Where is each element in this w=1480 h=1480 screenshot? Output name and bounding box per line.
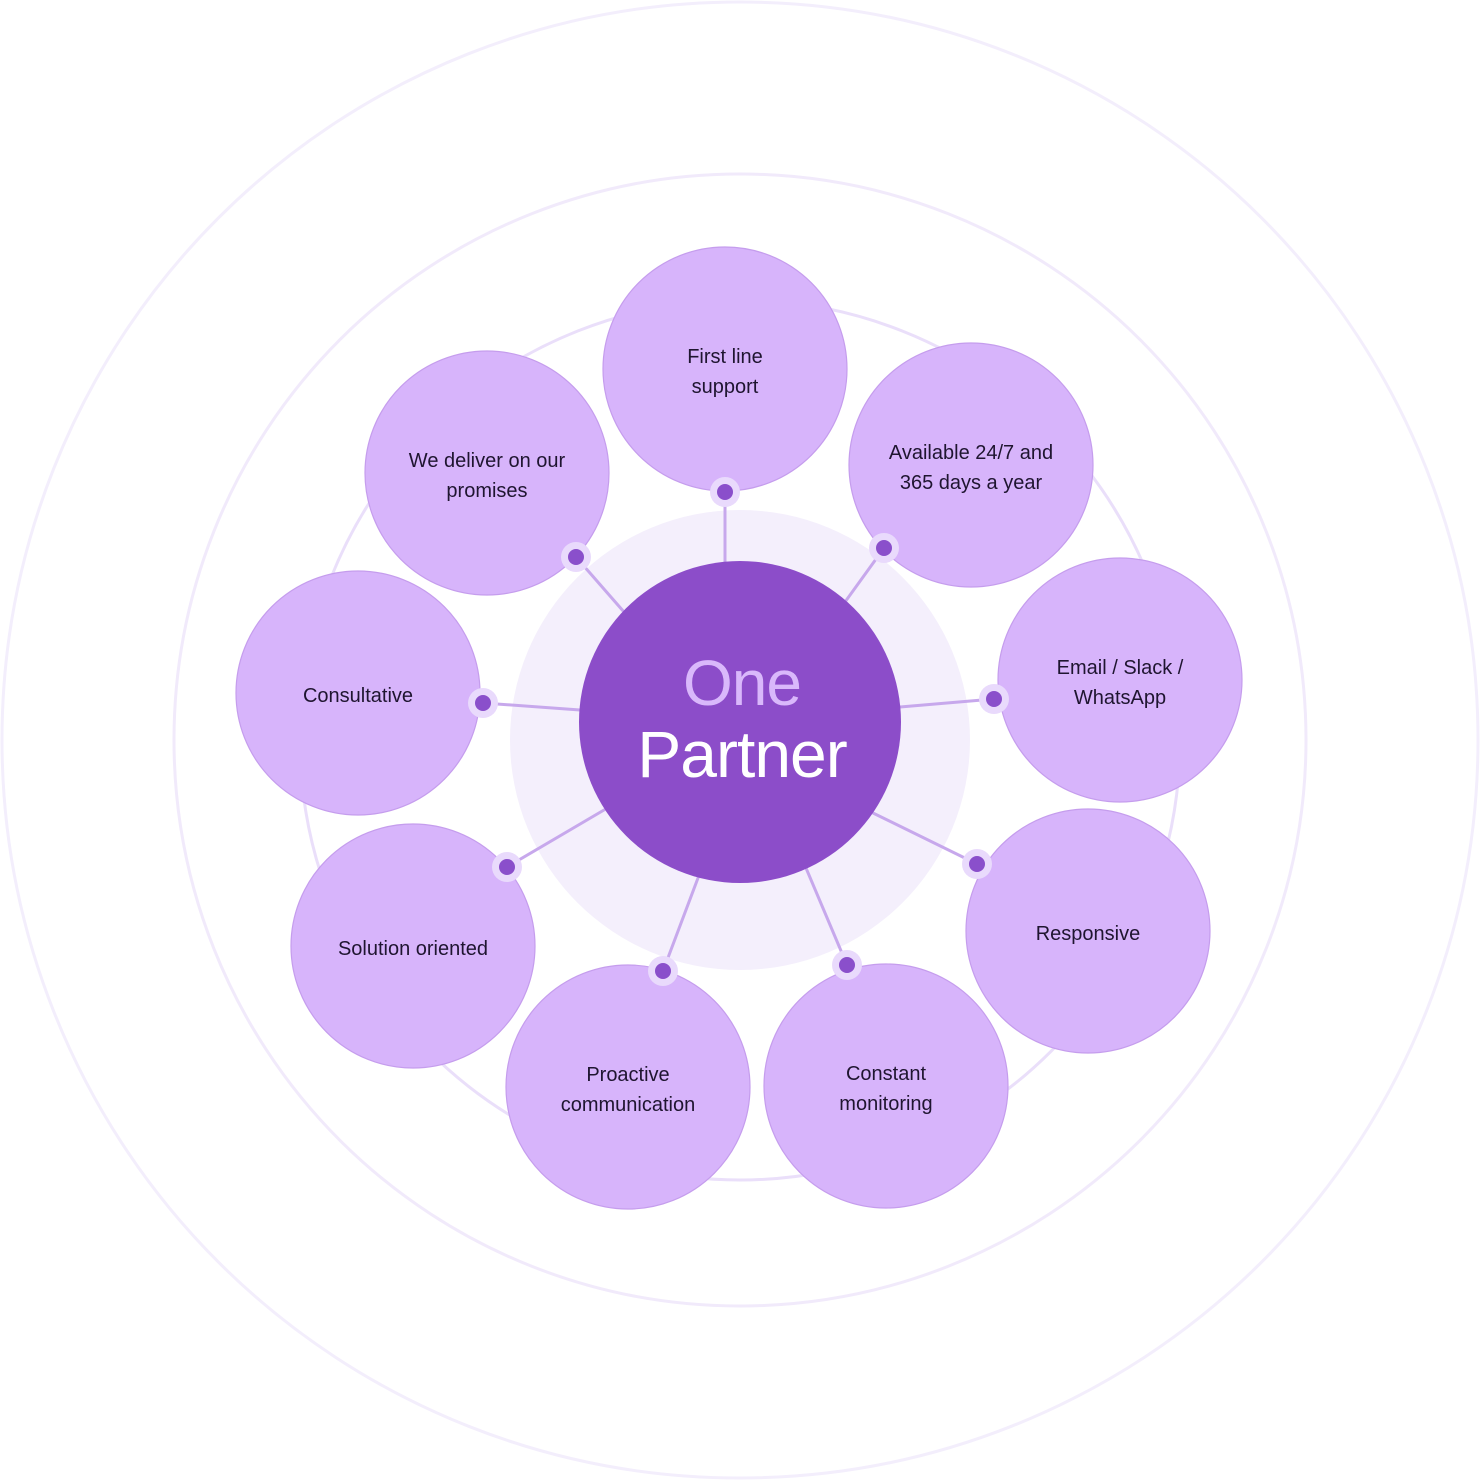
node-circles [235,246,1243,1210]
node-label-solution-oriented: Solution oriented [337,938,489,960]
node-available-24-7 [848,342,1094,588]
hub-title-line1: One [683,647,802,719]
node-responsive [965,808,1211,1054]
node-dot-we-deliver-on-promises [568,549,584,565]
node-label-email-slack-whatsapp: Email / Slack / WhatsApp [1056,657,1184,709]
connectors [481,490,996,973]
hub-title-line2: Partner [637,717,847,791]
connector-responsive [871,811,979,866]
node-dot-consultative [475,695,491,711]
node-dot-solution-oriented [499,859,515,875]
node-proactive-communication [505,964,751,1210]
node-dots [468,477,1009,986]
connector-constant-monitoring [804,866,849,967]
connector-proactive-communication [661,876,700,973]
node-dot-proactive-communication [655,963,671,979]
node-solution-oriented [290,823,536,1069]
node-label-constant-monitoring: Constant monitoring [839,1063,933,1115]
middle-ring [172,172,1308,1308]
node-label-responsive: Responsive [1035,923,1141,945]
node-dot-constant-monitoring [839,957,855,973]
hub-circle [579,561,901,883]
connector-solution-oriented [505,808,606,869]
node-label-consultative: Consultative [302,685,414,707]
node-constant-monitoring [763,963,1009,1209]
connector-consultative [481,701,582,712]
node-dot-first-line-support [717,484,733,500]
node-we-deliver-on-promises [364,350,610,596]
node-dot-available-24-7 [876,540,892,556]
node-dot-email-slack-whatsapp [986,691,1002,707]
connector-email-slack-whatsapp [898,697,996,709]
node-label-we-deliver-on-promises: We deliver on our promises [408,450,566,502]
node-label-first-line-support: First line support [687,346,763,398]
node-email-slack-whatsapp [997,557,1243,803]
node-dot-responsive [969,856,985,872]
node-label-available-24-7: Available 24/7 and 365 days a year [888,442,1054,494]
node-label-proactive-communication: Proactive communication [560,1064,696,1116]
